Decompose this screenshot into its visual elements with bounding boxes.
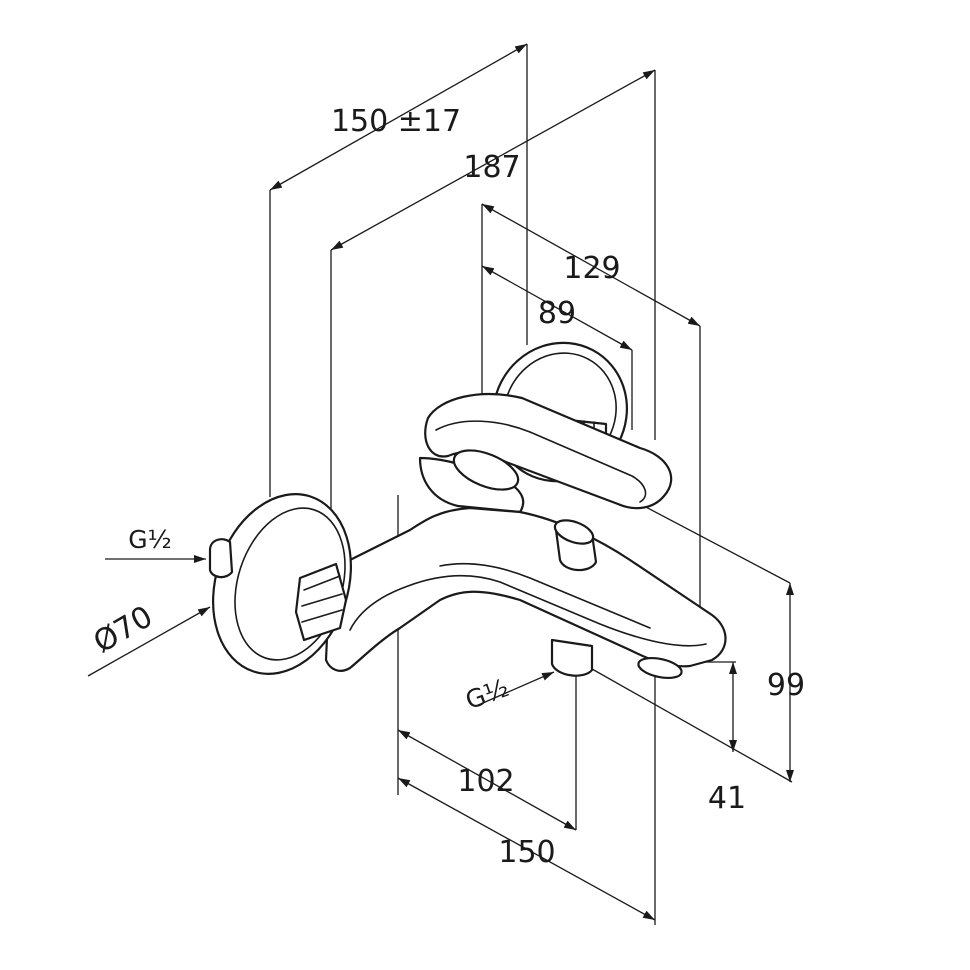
- dim-label-150-17: 150 ±17: [331, 104, 461, 139]
- leader-rosette-diameter: [87, 606, 211, 677]
- dim-line-187: [330, 69, 656, 251]
- dimension-lines: [87, 43, 794, 921]
- dim-line-129: [481, 203, 701, 327]
- leader-outlet-thread: [475, 671, 555, 707]
- dim-label-89: 89: [538, 296, 576, 331]
- label-outlet-thread: G½: [462, 673, 513, 715]
- dim-label-150: 150: [498, 835, 555, 870]
- mixer-body: [324, 506, 727, 680]
- dim-label-99: 99: [767, 668, 805, 703]
- dim-line-89: [481, 265, 633, 351]
- dimension-labels: 150 ±17 187 129 89 102 150 99 41 G½ Ø70 …: [88, 104, 805, 870]
- front-rosette: [208, 493, 353, 675]
- label-rosette-diameter: Ø70: [88, 599, 159, 660]
- dim-label-129: 129: [563, 251, 620, 286]
- dim-line-150: [397, 777, 656, 921]
- dim-label-41: 41: [708, 781, 746, 816]
- diverter-knob: [553, 519, 598, 572]
- dim-label-102: 102: [457, 764, 514, 799]
- label-inlet-thread: G½: [128, 525, 172, 554]
- lever-handle: [418, 392, 673, 514]
- faucet: [208, 341, 727, 680]
- outlet-connector: [550, 638, 594, 677]
- dim-label-187: 187: [463, 150, 520, 185]
